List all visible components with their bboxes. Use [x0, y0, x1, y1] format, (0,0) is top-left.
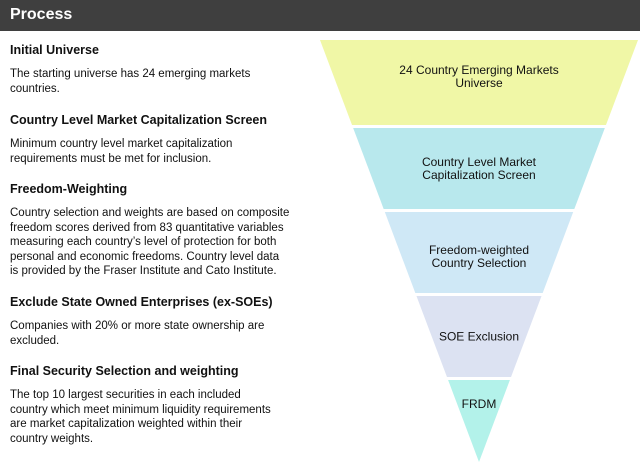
funnel-stage-universe-label: 24 Country Emerging Markets	[399, 63, 558, 77]
funnel-stage-freedom-label: Country Selection	[432, 256, 527, 270]
funnel-stage-market-cap-label: Capitalization Screen	[422, 168, 535, 182]
funnel-stage-market-cap-label: Country Level Market	[422, 155, 537, 169]
step-title: Final Security Selection and weighting	[10, 364, 239, 378]
section-header: Process	[0, 0, 640, 31]
step-title: Country Level Market Capitalization Scre…	[10, 113, 268, 127]
funnel-stage-universe-label: Universe	[455, 76, 503, 90]
step-freedom-weighting: Freedom-Weighting Country selection and …	[10, 181, 310, 279]
funnel-stage-freedom	[384, 212, 574, 293]
step-initial-universe: Initial Universe The starting universe h…	[10, 42, 310, 96]
step-description: The starting universe has 24 emerging ma…	[10, 68, 251, 95]
funnel-stage-frdm	[448, 380, 510, 462]
step-description: Minimum country level market capitalizat…	[10, 138, 233, 165]
funnel-stage-market-cap	[353, 128, 605, 209]
step-final-selection: Final Security Selection and weighting T…	[10, 363, 310, 446]
step-exclude-soes: Exclude State Owned Enterprises (ex-SOEs…	[10, 294, 310, 348]
step-description: The top 10 largest securities in each in…	[10, 389, 271, 445]
step-description: Companies with 20% or more state ownersh…	[10, 320, 265, 347]
step-title: Initial Universe	[10, 43, 99, 57]
step-description: Country selection and weights are based …	[10, 207, 290, 277]
step-market-cap-screen: Country Level Market Capitalization Scre…	[10, 112, 310, 166]
funnel-stage-soe-label: SOE Exclusion	[439, 330, 519, 344]
step-title: Freedom-Weighting	[10, 182, 128, 196]
step-title: Exclude State Owned Enterprises (ex-SOEs…	[10, 295, 273, 309]
funnel-stage-frdm-label: FRDM	[462, 397, 497, 411]
funnel-stage-soe	[416, 296, 542, 377]
section-title: Process	[10, 6, 73, 23]
funnel-stage-universe	[320, 40, 638, 125]
funnel-stage-freedom-label: Freedom-weighted	[429, 243, 529, 257]
